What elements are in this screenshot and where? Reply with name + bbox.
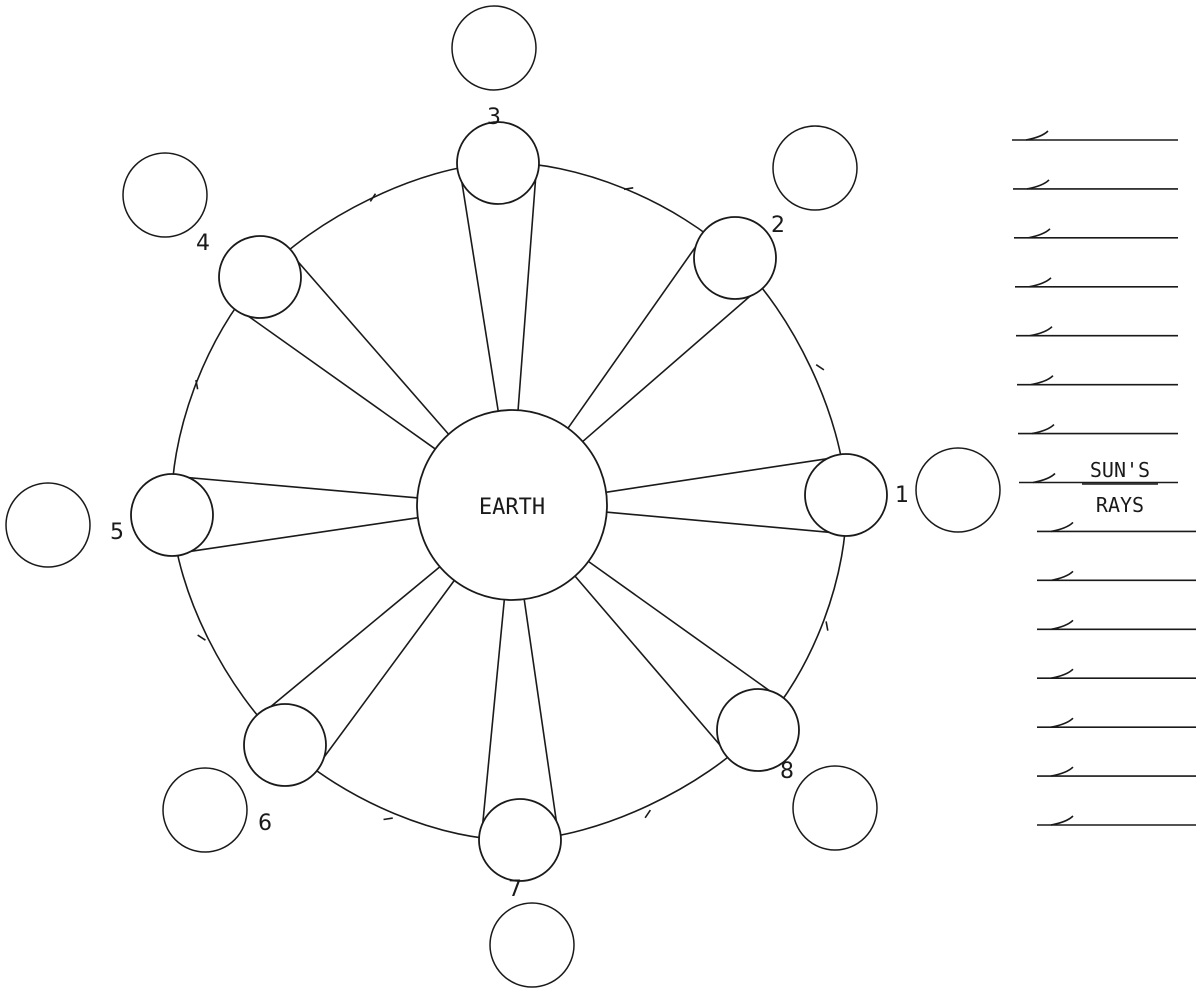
- position-number-3: 3: [487, 105, 501, 130]
- moon-phase-view-4: [123, 153, 207, 237]
- moon-position-3: [457, 122, 539, 204]
- sun-ray-arrow: [1051, 718, 1073, 727]
- sun-ray-arrow: [1051, 669, 1073, 678]
- sun-ray-arrow: [1051, 816, 1073, 825]
- position-number-5: 5: [110, 520, 124, 545]
- orbit-arrow: [198, 635, 206, 640]
- cone-line: [257, 567, 440, 718]
- moon-position-1: [805, 454, 887, 536]
- moon-position-7: [479, 799, 561, 881]
- cone-line: [568, 232, 706, 428]
- sun-ray: [1014, 229, 1178, 238]
- moon-phase-view-7: [490, 903, 574, 987]
- cone-line: [234, 306, 435, 449]
- orbit-arrow: [826, 621, 828, 630]
- sun-ray-arrow: [1051, 522, 1073, 531]
- sun-ray: [1037, 767, 1196, 776]
- moon-position-4: [219, 236, 301, 318]
- sun-ray: [1016, 327, 1178, 336]
- moon-position-6: [244, 704, 326, 786]
- orbit-arrow: [384, 818, 393, 819]
- sun-ray-arrow: [1026, 131, 1048, 140]
- rays-label: RAYS: [1096, 493, 1144, 517]
- suns-label: SUN'S: [1090, 458, 1150, 482]
- sun-ray-arrow: [1031, 376, 1053, 385]
- sun-ray: [1017, 376, 1178, 385]
- sun-ray: [1037, 522, 1196, 531]
- moon-phase-view-5: [6, 483, 90, 567]
- orbit-arrow: [645, 810, 650, 818]
- sun-ray: [1013, 180, 1178, 189]
- sun-ray-arrow: [1030, 327, 1052, 336]
- moon-phase-view-6: [163, 768, 247, 852]
- moon-phase-view-8: [793, 766, 877, 850]
- position-number-7: 7: [508, 877, 522, 902]
- moon-position-5: [131, 474, 213, 556]
- sun-ray-arrow: [1051, 571, 1073, 580]
- sun-ray-arrow: [1027, 180, 1049, 189]
- sun-ray: [1037, 816, 1196, 825]
- position-number-6: 6: [258, 811, 272, 836]
- sun-ray-arrow: [1028, 229, 1050, 238]
- orbit-arrow: [624, 188, 633, 189]
- position-number-2: 2: [771, 213, 785, 238]
- moon-phase-view-1: [916, 448, 1000, 532]
- sun-ray: [1037, 669, 1196, 678]
- sun-ray-arrow: [1033, 474, 1055, 483]
- orbit-arrow: [816, 365, 824, 370]
- sun-ray: [1012, 131, 1178, 140]
- position-number-4: 4: [196, 231, 210, 256]
- sun-ray: [1037, 620, 1196, 629]
- sun-ray: [1018, 425, 1178, 434]
- sun-ray-arrow: [1051, 767, 1073, 776]
- cone-line: [518, 161, 537, 409]
- cone-line: [583, 284, 764, 441]
- position-number-1: 1: [895, 483, 909, 508]
- moon-position-2: [694, 217, 776, 299]
- sun-ray-arrow: [1032, 425, 1054, 434]
- earth-label: EARTH: [479, 495, 545, 520]
- cone-line: [589, 562, 784, 702]
- sun-ray: [1037, 718, 1196, 727]
- sun-ray: [1037, 571, 1196, 580]
- moon-phase-view-3: [452, 6, 536, 90]
- cone-line: [286, 248, 448, 434]
- sun-ray-arrow: [1029, 278, 1051, 287]
- moon-phase-view-2: [773, 126, 857, 210]
- suns-rays-label: SUN'S RAYS: [1082, 458, 1158, 517]
- cone-line: [313, 581, 454, 772]
- cone-line: [575, 576, 731, 758]
- position-number-8: 8: [780, 759, 794, 784]
- sun-ray: [1015, 278, 1178, 287]
- sun-ray-arrow: [1051, 620, 1073, 629]
